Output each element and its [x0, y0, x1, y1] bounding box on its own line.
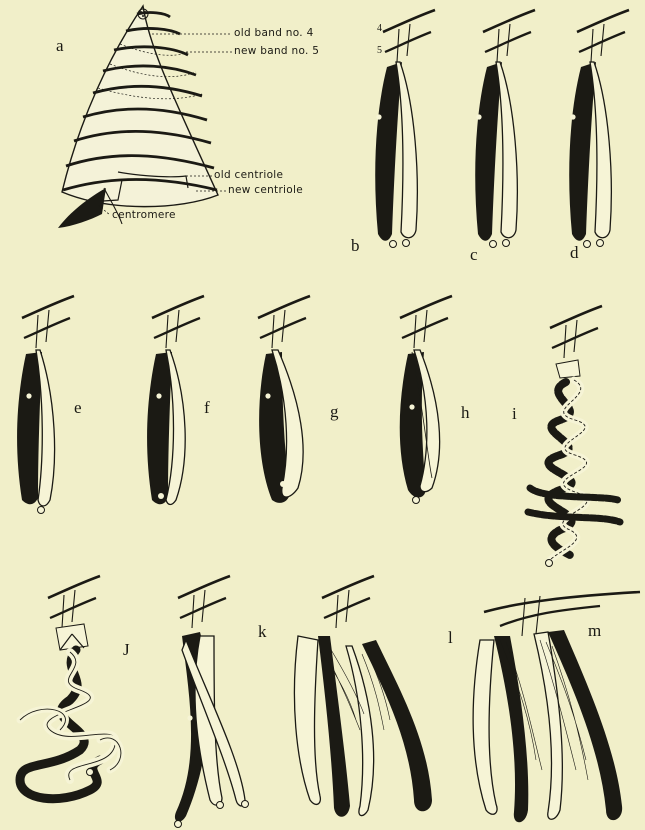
band-number-5: 5 — [377, 45, 382, 56]
callout-centromere: centromere — [112, 209, 176, 221]
callout-new-band: new band no. 5 — [234, 45, 319, 57]
callout-old-band: old band no. 4 — [234, 27, 314, 39]
callout-old-centriole: old centriole — [214, 169, 283, 181]
callout-new-centriole: new centriole — [228, 184, 303, 196]
band-number-4: 4 — [377, 23, 382, 34]
